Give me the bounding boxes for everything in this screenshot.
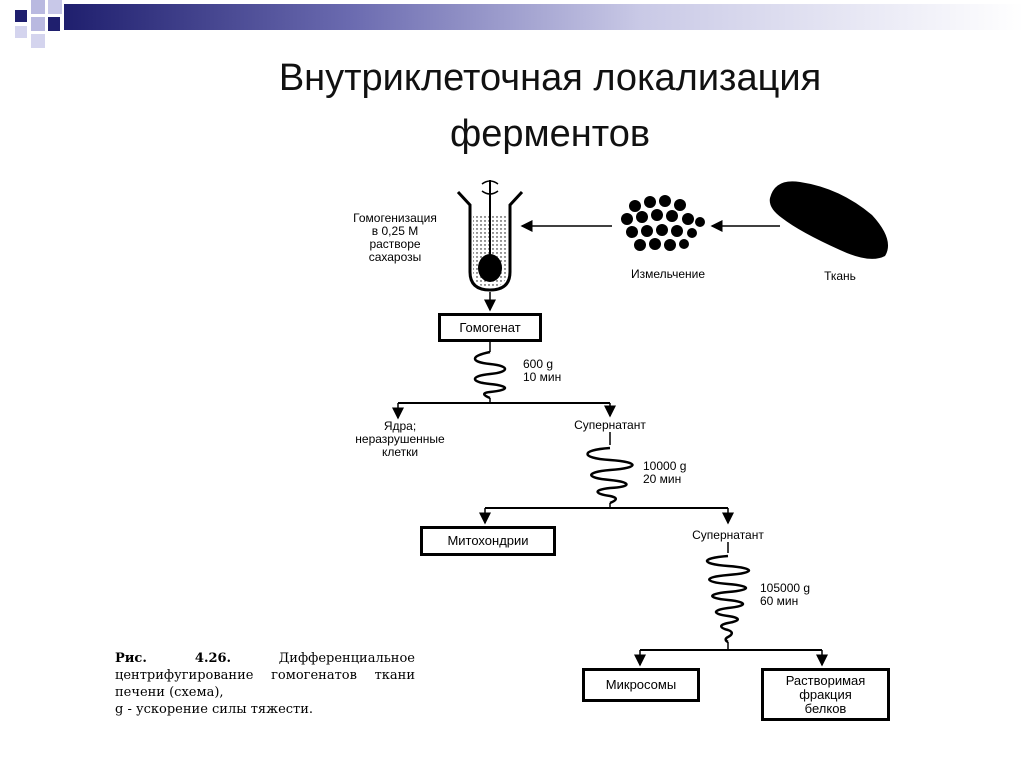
homogenization-label: Гомогенизация в 0,25 М растворе сахарозы — [353, 211, 437, 264]
homogenate-box: Гомогенат — [438, 313, 542, 342]
step2-params: 10000 g 20 мин — [643, 459, 687, 486]
deco-square-lilac-3 — [31, 17, 45, 31]
supernatant2-label: Супернатант — [692, 528, 764, 542]
deco-square-navy-2 — [48, 17, 60, 31]
step3-params: 105000 g 60 мин — [760, 581, 811, 608]
tissue-icon — [769, 181, 889, 259]
centrifuge-spiral-2-icon — [586, 446, 634, 505]
step1-params: 600 g 10 мин — [523, 357, 562, 384]
deco-square-lilac-5 — [15, 26, 27, 38]
deco-square-lilac-1 — [31, 0, 45, 14]
centrifuge-spiral-3-icon — [705, 554, 751, 644]
grinding-label: Измельчение — [630, 267, 706, 281]
supernatant1-label: Супернатант — [574, 418, 646, 432]
centrifuge-spiral-1-icon — [473, 350, 507, 400]
deco-square-lilac-2 — [48, 0, 62, 14]
deco-square-navy-1 — [15, 10, 27, 22]
soluble-fraction-box: Растворимая фракция белков — [761, 668, 890, 721]
deco-gradient-bar — [64, 4, 1024, 30]
mitochondria-box: Митохондрии — [420, 526, 556, 556]
deco-square-lilac-4 — [31, 34, 45, 48]
title-line-1: Внутриклеточная локализация — [278, 57, 822, 99]
slide-title: Внутриклеточная локализация ферментов — [120, 50, 980, 162]
microsomes-box: Микросомы — [582, 668, 700, 702]
pellet1-label: Ядра; неразрушенные клетки — [355, 419, 445, 459]
title-line-2: ферментов — [449, 113, 651, 155]
figure-reference: Рис. 4.26. — [115, 651, 232, 666]
tissue-label: Ткань — [824, 269, 856, 283]
caption-footnote: g - ускорение силы тяжести. — [115, 702, 314, 717]
figure-caption: Рис. 4.26. Дифференциальное центрифугиро… — [115, 650, 415, 718]
homogenizer-tube-icon — [456, 180, 524, 292]
minced-tissue-icon — [621, 195, 705, 251]
caption-text: Дифференциальное центрифугирование гомог… — [115, 651, 415, 700]
